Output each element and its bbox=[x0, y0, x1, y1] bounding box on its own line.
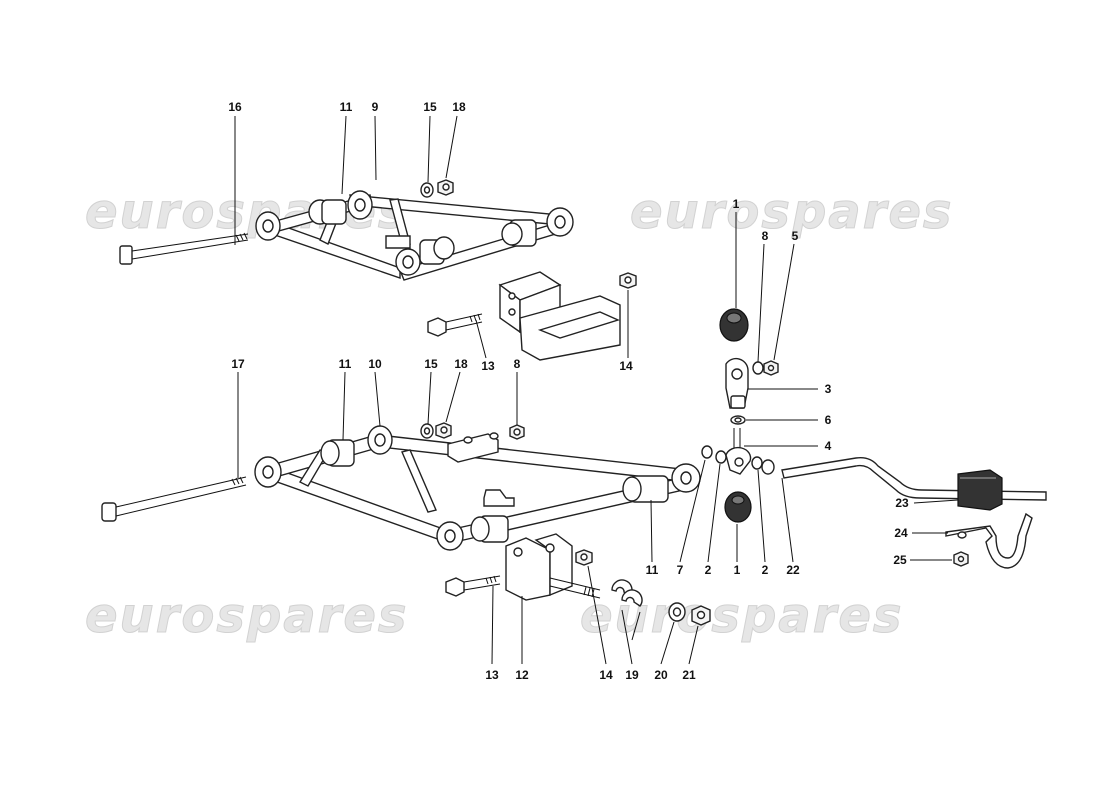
nut-25 bbox=[953, 551, 969, 567]
callout-7: 7 bbox=[677, 563, 684, 577]
lower-nut-18 bbox=[435, 422, 452, 439]
callout-11-right: 11 bbox=[646, 563, 659, 577]
callout-2-right: 2 bbox=[762, 563, 769, 577]
callout-8-right: 8 bbox=[762, 229, 769, 243]
callout-14-upper: 14 bbox=[619, 359, 633, 373]
callout-24: 24 bbox=[894, 526, 908, 540]
callout-2-left: 2 bbox=[705, 563, 712, 577]
stabilizer-bar bbox=[781, 456, 1047, 501]
ball-joint-4 bbox=[725, 428, 752, 475]
washer-20 bbox=[668, 602, 686, 622]
callout-13-upper: 13 bbox=[481, 359, 495, 373]
watermark-top-right: eurospares bbox=[630, 184, 954, 240]
callout-6: 6 bbox=[825, 413, 832, 427]
callout-17: 17 bbox=[231, 357, 245, 371]
callout-13-lower: 13 bbox=[485, 668, 499, 682]
callout-1-upper: 1 bbox=[733, 197, 740, 211]
square-tube-bracket bbox=[498, 271, 621, 361]
callout-1-lower: 1 bbox=[734, 563, 741, 577]
rubber-mount-23 bbox=[957, 469, 1003, 511]
shims-19 bbox=[611, 579, 643, 607]
upper-wishbone-assembly bbox=[119, 179, 574, 281]
washer-6 bbox=[730, 415, 746, 425]
washer-22-end bbox=[761, 459, 775, 475]
callout-19: 19 bbox=[625, 668, 639, 682]
nut-14-upper bbox=[619, 272, 637, 289]
nut-5 bbox=[763, 360, 779, 376]
callout-9: 9 bbox=[372, 100, 379, 114]
mounting-bracket-12 bbox=[505, 533, 601, 601]
callout-21: 21 bbox=[682, 668, 696, 682]
callout-15-upper: 15 bbox=[423, 100, 437, 114]
lower-wishbone-assembly bbox=[101, 422, 701, 551]
washer-2-left bbox=[715, 450, 727, 464]
callout-18-upper: 18 bbox=[452, 100, 466, 114]
callout-10: 10 bbox=[368, 357, 382, 371]
callout-15-lower: 15 bbox=[424, 357, 438, 371]
bolt-13-upper bbox=[427, 313, 483, 337]
upper-nut-18 bbox=[437, 179, 454, 196]
callout-14-lower: 14 bbox=[599, 668, 613, 682]
clamp-24 bbox=[945, 512, 1033, 569]
bolt-16 bbox=[119, 232, 249, 265]
lower-bushings bbox=[254, 425, 701, 551]
washer-7 bbox=[701, 445, 713, 459]
nut-14-lower bbox=[575, 549, 593, 566]
callout-numbers: 16 11 9 15 18 1 8 5 13 14 17 11 10 15 18… bbox=[228, 100, 909, 682]
callout-5: 5 bbox=[792, 229, 799, 243]
bolt-13-lower bbox=[445, 575, 501, 597]
bolt-17 bbox=[101, 476, 247, 522]
washer-8-right bbox=[752, 361, 764, 375]
upper-bushings bbox=[255, 190, 574, 276]
rubber-bushing-1-lower bbox=[724, 491, 752, 523]
callout-4: 4 bbox=[825, 439, 832, 453]
rubber-bushing-1-upper bbox=[719, 308, 749, 342]
callout-20: 20 bbox=[654, 668, 668, 682]
callout-25: 25 bbox=[893, 553, 907, 567]
callout-11-lower: 11 bbox=[339, 357, 352, 371]
washer-2-right bbox=[751, 456, 763, 470]
callout-23: 23 bbox=[895, 496, 909, 510]
watermark-bottom-left: eurospares bbox=[85, 588, 409, 644]
leader-lines bbox=[234, 115, 959, 665]
callout-16: 16 bbox=[228, 100, 242, 114]
callout-3: 3 bbox=[825, 382, 832, 396]
callout-8-lower: 8 bbox=[514, 357, 521, 371]
callout-18-lower: 18 bbox=[454, 357, 468, 371]
stabilizer-linkage bbox=[701, 308, 1047, 569]
lower-washer-15 bbox=[420, 423, 434, 439]
lower-nut-8 bbox=[509, 424, 525, 440]
nut-21 bbox=[691, 605, 711, 626]
callout-12: 12 bbox=[515, 668, 529, 682]
upper-washer-15 bbox=[420, 182, 434, 198]
callout-22: 22 bbox=[786, 563, 800, 577]
rod-end-3 bbox=[725, 357, 749, 409]
callout-11-upper: 11 bbox=[340, 100, 353, 114]
